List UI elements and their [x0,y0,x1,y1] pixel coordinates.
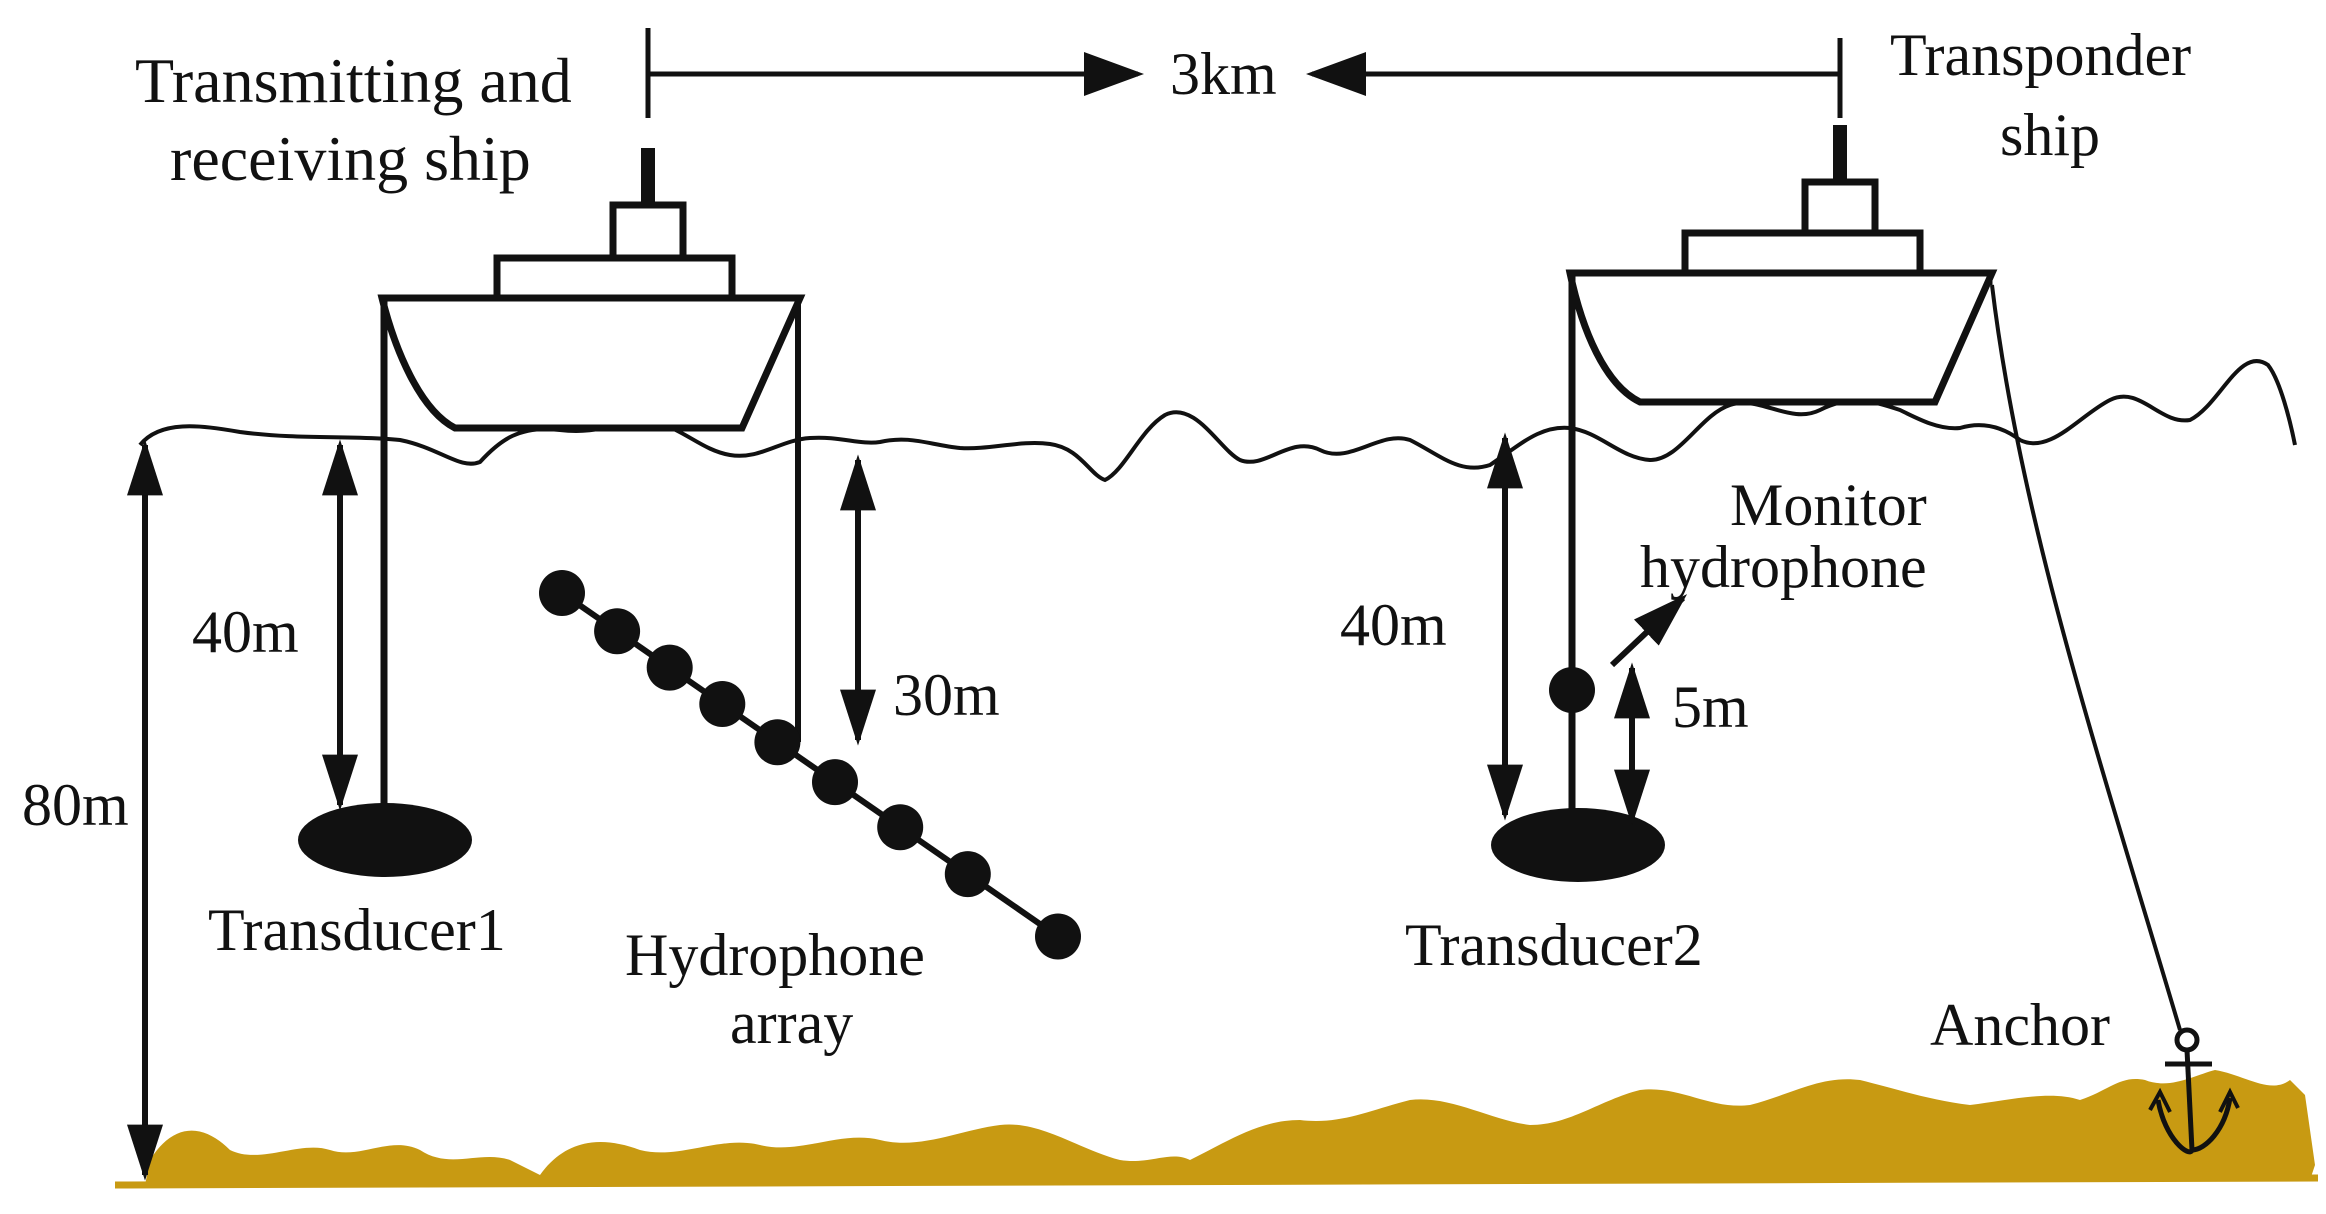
anchor-label: Anchor [1930,992,2110,1058]
hydrophone-element [754,719,801,766]
hydrophone-element [646,644,693,691]
monitor-offset-label: 5m [1672,674,1749,740]
anchor-mooring-line [1990,284,2182,1031]
transponder-label-line2: ship [2000,102,2100,168]
monitor-pointer-arrow [1609,594,1688,668]
transducer2-body [1491,808,1665,882]
rx-ship-cabin [1681,229,1924,277]
hydrophone-element [812,759,858,806]
hydrophone-array-label-line1: Hydrophone [625,922,925,988]
transponder-ship [1565,125,1998,406]
rx-ship-hull [1565,269,1998,406]
tx-ship-bridge [609,201,687,262]
total-depth-label: 80m [22,772,129,838]
hydrophone-array-elements [539,570,1081,960]
hydrophone-element [699,681,746,727]
anchor-icon [2148,1027,2240,1155]
tx-ship-hull [377,294,806,432]
hydrophone-element [944,851,991,898]
hydrophone-element [877,804,924,851]
transponder-label-line1: Transponder [1890,22,2191,88]
hydrophone-array-label-line2: array [730,990,853,1056]
rx-transducer-depth-label: 40m [1340,592,1447,658]
rx-ship-bridge [1801,178,1879,237]
monitor-label-line1: Monitor [1730,472,1927,538]
hydrophone-element [594,608,641,655]
tx-transducer-depth-label: 40m [192,599,299,665]
distance-label: 3km [1170,41,1277,107]
hydrophone-element [539,570,585,616]
tx-ship-label-line1: Transmitting and [135,45,572,116]
monitor-hydrophone [1549,667,1595,713]
seabed [145,1070,2315,1185]
transmitting-receiving-ship [377,148,806,432]
transducer1-body [298,803,472,877]
tx-ship-label-line2: receiving ship [170,123,531,194]
array-depth-label: 30m [893,662,1000,728]
transducer2-label: Transducer2 [1405,912,1703,978]
monitor-label-line2: hydrophone [1640,534,1927,600]
hydrophone-array-line [560,590,1065,943]
hydrophone-element [1035,913,1081,960]
seabed-baseline [114,1174,2319,1189]
transducer1-label: Transducer1 [208,897,506,963]
tx-ship-cabin [493,254,736,302]
